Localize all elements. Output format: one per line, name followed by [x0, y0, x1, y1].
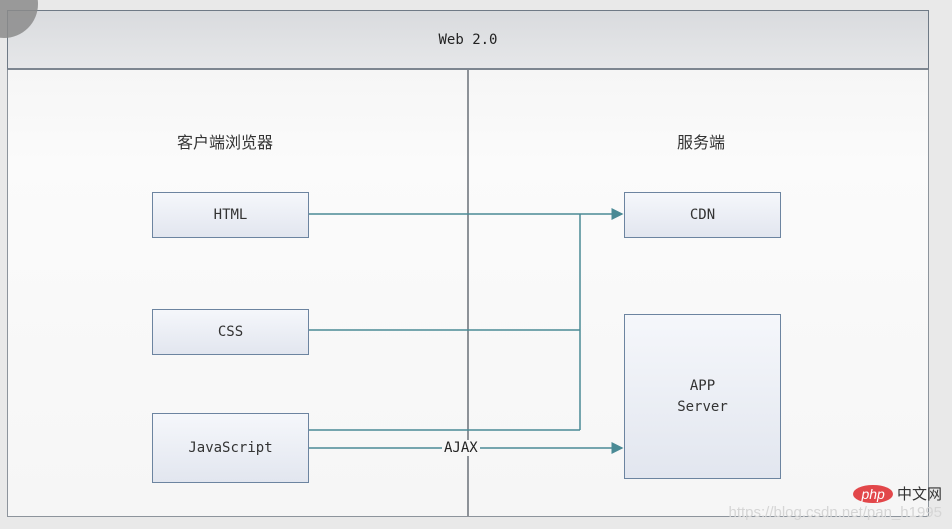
client-label: 客户端浏览器: [177, 133, 274, 152]
ajax-label: AJAX: [442, 440, 480, 456]
watermark: php 中文网 https://blog.csdn.net/pan_h1995: [728, 485, 942, 521]
css-box: CSS: [152, 309, 309, 355]
divider: [467, 70, 469, 517]
diagram-title: Web 2.0: [7, 10, 929, 70]
html-box: HTML: [152, 192, 309, 238]
cdn-box: CDN: [624, 192, 781, 238]
server-label: 服务端: [677, 133, 726, 152]
watermark-url: https://blog.csdn.net/pan_h1995: [728, 504, 942, 521]
php-logo: php: [853, 485, 893, 503]
title-text: Web 2.0: [438, 31, 498, 48]
javascript-box: JavaScript: [152, 413, 309, 483]
